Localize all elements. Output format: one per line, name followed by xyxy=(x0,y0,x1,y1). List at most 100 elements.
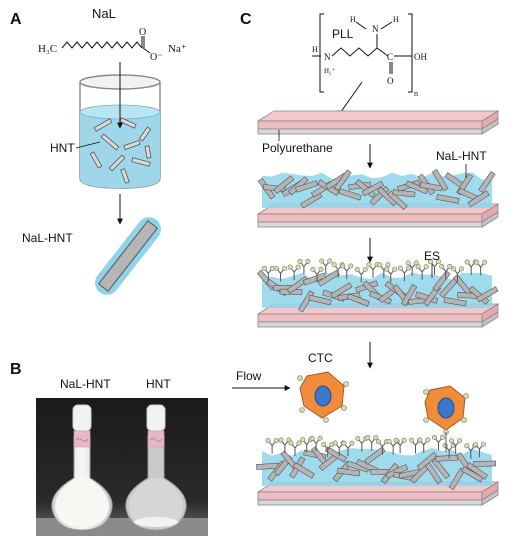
na-plus-label: Na⁺ xyxy=(168,43,187,55)
nal-hnt-label-c: NaL-HNT xyxy=(436,149,487,163)
es-ligand-head xyxy=(297,259,303,265)
es-label: ES xyxy=(424,249,440,263)
es-ligands-stage-3 xyxy=(261,258,488,283)
es-ligand-head xyxy=(417,437,423,443)
hnt-tube xyxy=(400,284,418,307)
es-ligand-head xyxy=(447,263,453,269)
panel-label-c: C xyxy=(240,11,252,28)
ctc-receptor xyxy=(341,405,347,411)
ctc-receptor xyxy=(323,417,329,423)
hnt-tube xyxy=(425,462,443,485)
hnt-tube xyxy=(435,454,459,462)
hnt-label-a: HNT xyxy=(50,141,75,155)
es-ligand-head xyxy=(472,441,478,447)
es-ligand-head xyxy=(425,437,431,443)
es-ligand-head xyxy=(348,263,354,269)
es-ligand-head xyxy=(341,440,347,446)
ctc-receptor xyxy=(423,417,429,423)
es-ligand-head xyxy=(439,263,445,269)
flow-label: Flow xyxy=(236,369,262,383)
h3c-label: H₃C xyxy=(38,43,57,55)
es-ligand-head xyxy=(405,260,411,266)
es-ligand-head xyxy=(373,435,379,441)
ctc-receptor xyxy=(343,381,349,387)
pll-o-label: O xyxy=(387,76,394,86)
nal-hnt-layer-stage-3 xyxy=(256,269,499,313)
panel-label-b: B xyxy=(10,361,22,378)
es-ligand-head xyxy=(318,266,324,272)
es-ligand-head xyxy=(480,441,486,447)
flask-label-tag xyxy=(73,430,91,448)
ctc-receptor xyxy=(423,389,429,395)
pll-n-amine: N xyxy=(372,24,379,34)
pll-structure: PLL n H N H₂⁺ N H H C OH O xyxy=(312,13,427,98)
es-ligands-stage-4 xyxy=(265,434,486,459)
es-ligand-head xyxy=(274,265,280,271)
es-ligand-head xyxy=(273,438,279,444)
beaker xyxy=(79,62,161,189)
hnt-tube xyxy=(336,467,361,477)
nal-carbon-chain xyxy=(61,41,143,49)
es-ligand-head xyxy=(451,266,457,272)
ctc-receptor xyxy=(299,407,305,413)
hnt-tube xyxy=(273,175,295,195)
es-ligand-head xyxy=(366,262,372,268)
es-ligand-head xyxy=(296,440,302,446)
hnt-tube xyxy=(361,180,385,197)
es-ligand-head xyxy=(431,434,437,440)
es-ligand-head xyxy=(384,266,390,272)
hnt-tube xyxy=(419,181,443,192)
es-ligand-head xyxy=(305,259,311,265)
hnt-tube xyxy=(436,194,460,204)
panel-b: B NaL-HNT HNT xyxy=(10,361,208,536)
hnt-tube xyxy=(308,294,332,306)
es-ligand-head xyxy=(300,437,306,443)
es-ligand-head xyxy=(278,437,284,443)
es-ligand-head xyxy=(397,265,403,271)
pll-label: PLL xyxy=(332,27,354,41)
es-ligand-head xyxy=(319,258,325,264)
pll-n-subscript: n xyxy=(414,89,418,98)
nal-hnt-layer-stage-4 xyxy=(256,446,497,490)
nal-hnt-label-b: NaL-HNT xyxy=(60,377,111,391)
es-ligand-head xyxy=(474,259,480,265)
hnt-tube xyxy=(432,168,449,192)
panel-c: C PLL n H N H₂⁺ N H H C OH O xyxy=(232,11,500,506)
ctc-cell-1 xyxy=(299,371,345,419)
hnt-tube xyxy=(392,189,416,198)
pll-h-amine: H xyxy=(393,15,399,24)
es-ligand-head xyxy=(464,443,470,449)
es-ligand-head xyxy=(405,265,411,271)
hnt-tube xyxy=(364,446,386,465)
es-ligand-head xyxy=(288,440,294,446)
es-ligand-head xyxy=(287,264,293,270)
sediment xyxy=(134,517,178,527)
hnt-tube xyxy=(431,458,451,480)
flask-nal-hnt xyxy=(51,404,113,531)
hnt-tube xyxy=(324,446,348,463)
o-minus-label: O⁻ xyxy=(150,52,163,63)
ctc-surface-receptors xyxy=(297,375,469,452)
es-ligand-head xyxy=(482,259,488,265)
es-ligand-head xyxy=(349,440,355,446)
carboxylate-bond xyxy=(142,47,151,54)
pll-oh-label: OH xyxy=(414,52,427,62)
nucleus xyxy=(314,385,332,407)
nal-hnt-label-a: NaL-HNT xyxy=(22,231,73,245)
hnt-label-b: HNT xyxy=(146,377,171,391)
ctc-receptor xyxy=(463,393,469,399)
o-top-label: O xyxy=(139,27,146,38)
hnt-tube xyxy=(387,190,408,210)
ctc-receptor xyxy=(297,375,303,381)
es-ligand-head xyxy=(282,265,288,271)
hnt-tube xyxy=(467,190,490,208)
es-ligand-head xyxy=(309,435,315,441)
hnt-tube xyxy=(300,191,323,209)
hnt-tube xyxy=(476,286,499,303)
ctc-label: CTC xyxy=(308,351,333,365)
es-ligand-head xyxy=(269,265,275,271)
bracket-right xyxy=(408,13,413,93)
es-ligand-head xyxy=(413,260,419,266)
panel-label-a: A xyxy=(10,11,22,28)
pll-n-left: N xyxy=(324,52,331,62)
